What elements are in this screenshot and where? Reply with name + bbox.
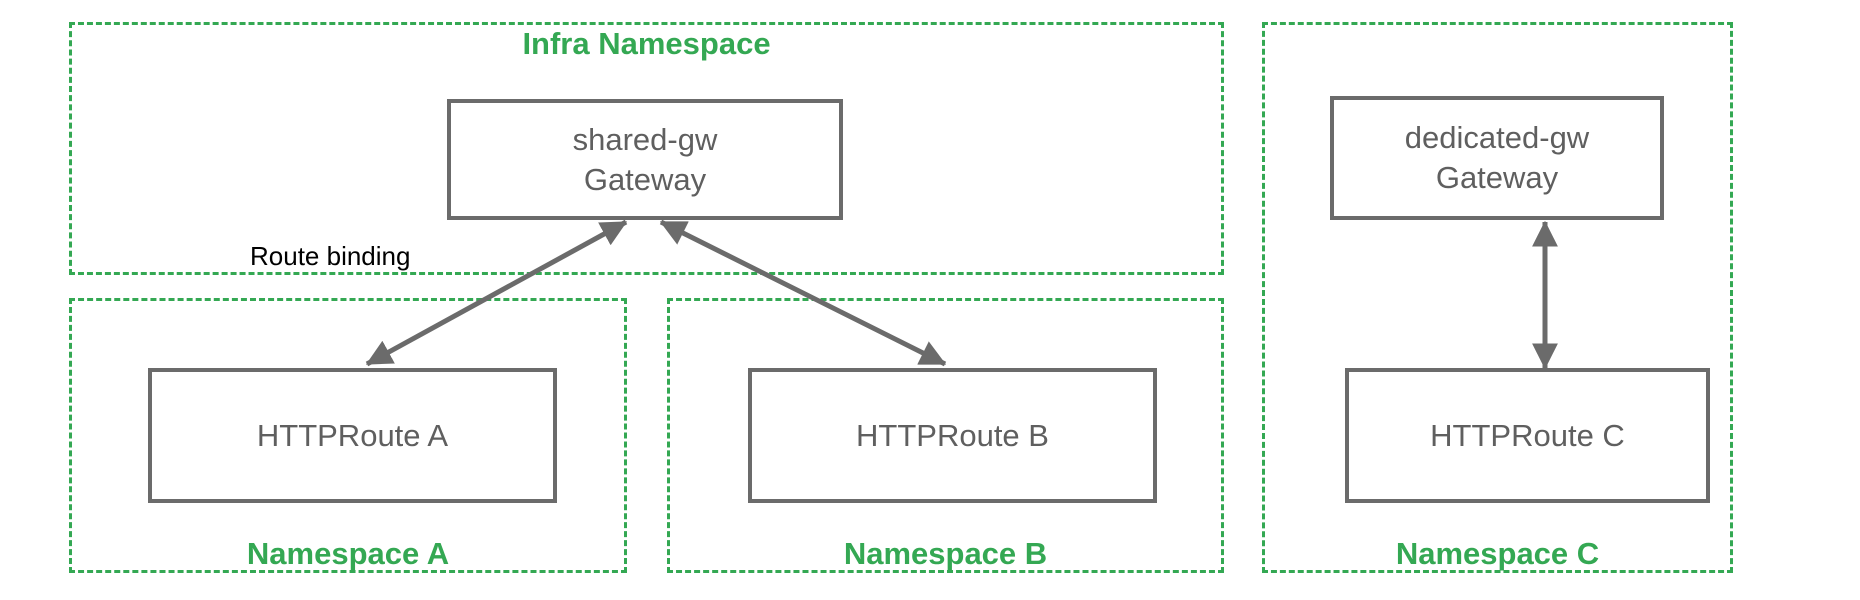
namespace-box-infra: [69, 22, 1224, 275]
namespace-box-a: [69, 298, 627, 573]
node-httproute-a[interactable]: HTTPRoute A: [148, 368, 557, 503]
namespace-label-b: Namespace B: [843, 536, 1048, 571]
node-httproute-c[interactable]: HTTPRoute C: [1345, 368, 1710, 503]
node-httproute-b[interactable]: HTTPRoute B: [748, 368, 1157, 503]
namespace-label-c: Namespace C: [1395, 536, 1600, 571]
namespace-label-a: Namespace A: [246, 536, 450, 571]
namespace-box-c: [1262, 22, 1733, 573]
edge-label-route-binding: Route binding: [250, 241, 411, 271]
node-dedicated-gw[interactable]: dedicated-gw Gateway: [1330, 96, 1664, 220]
node-shared-gw[interactable]: shared-gw Gateway: [447, 99, 843, 220]
namespace-label-infra: Infra Namespace: [522, 26, 771, 61]
